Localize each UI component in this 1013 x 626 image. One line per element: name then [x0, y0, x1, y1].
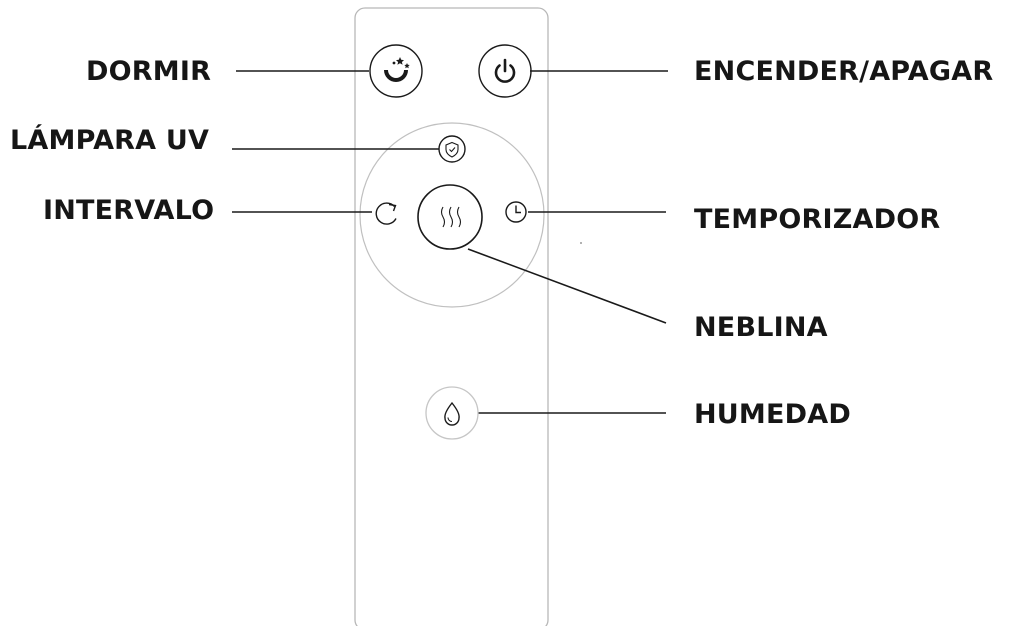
power-icon: [494, 58, 516, 83]
remote-body: [354, 7, 549, 626]
label-lampara-uv: LÁMPARA UV: [10, 125, 210, 156]
humidity-button[interactable]: [425, 386, 479, 440]
power-button[interactable]: [478, 44, 532, 98]
mist-waves-icon: [440, 206, 462, 228]
label-dormir: DORMIR: [86, 56, 212, 87]
label-humedad: HUMEDAD: [694, 399, 851, 430]
timer-button[interactable]: [505, 201, 527, 223]
label-temporizador: TEMPORIZADOR: [694, 204, 941, 235]
label-intervalo: INTERVALO: [43, 195, 215, 226]
label-encender-apagar: ENCENDER/APAGAR: [694, 56, 994, 87]
uv-lamp-button[interactable]: [438, 135, 466, 163]
interval-button[interactable]: [375, 202, 397, 225]
label-neblina: NEBLINA: [694, 312, 828, 343]
moon-stars-icon: [384, 57, 410, 82]
leader-neblina: [467, 248, 667, 324]
mist-button[interactable]: [417, 184, 483, 250]
water-drop-icon: [444, 401, 460, 426]
clock-icon: [505, 201, 527, 223]
dust-speck: [580, 242, 582, 244]
shield-icon: [445, 141, 459, 158]
refresh-icon: [375, 202, 397, 225]
sleep-button[interactable]: [369, 44, 423, 98]
